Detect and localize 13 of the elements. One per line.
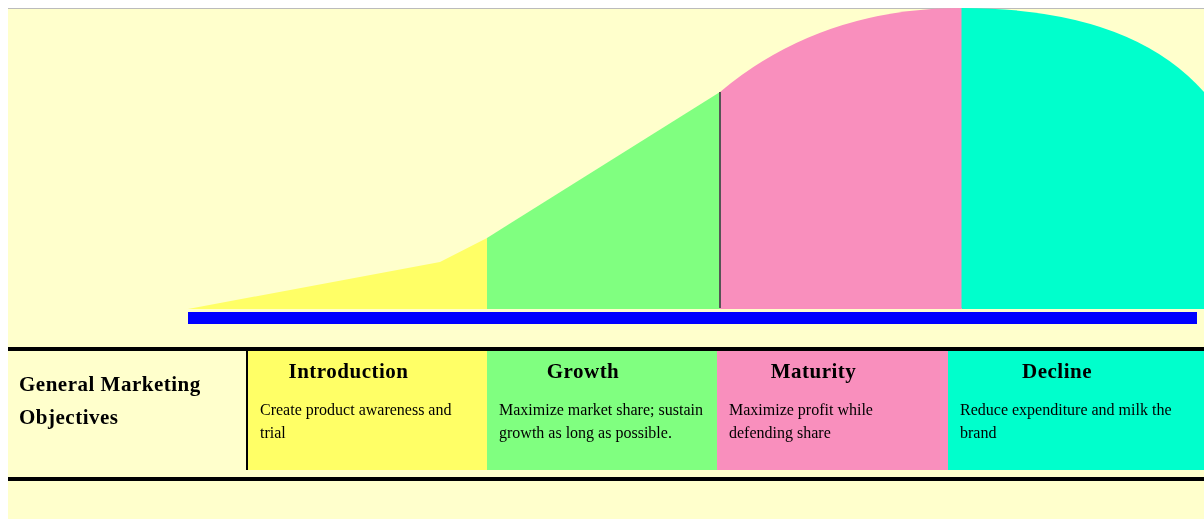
objective-text: Reduce expenditure and milk the brand xyxy=(960,400,1173,443)
stage-heading: Decline xyxy=(1021,359,1093,384)
stage-heading: Growth xyxy=(545,359,621,384)
stage-cell xyxy=(948,351,1204,470)
objective-text: Create product awareness and trial xyxy=(260,400,453,443)
row-heading: General Marketing Objectives xyxy=(19,371,202,431)
objective-text: Maximize market share; sustain growth as long as possible. xyxy=(499,400,704,444)
objective-text: Maximize profit while defending share xyxy=(729,400,874,444)
stage-heading: Maturity xyxy=(769,359,858,384)
stage-cell xyxy=(487,351,717,470)
stage-heading: Introduction xyxy=(287,359,410,384)
stage-cell xyxy=(248,351,487,470)
stage-cell xyxy=(717,351,948,470)
